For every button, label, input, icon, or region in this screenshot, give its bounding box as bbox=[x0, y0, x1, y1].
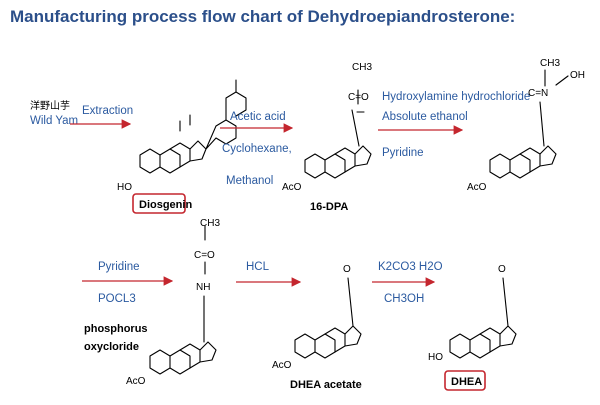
step4-line2: POCL3 bbox=[98, 293, 136, 305]
oxime-aco: AcO bbox=[467, 182, 487, 193]
step6-line2: CH3OH bbox=[384, 293, 424, 305]
oxime-cn: C=N bbox=[528, 88, 548, 99]
16-dpa-label: 16-DPA bbox=[310, 201, 348, 213]
diosgenin-structure bbox=[139, 79, 247, 174]
acetamide-aco: AcO bbox=[126, 376, 146, 387]
step4-note1: phosphorus bbox=[84, 323, 148, 335]
step-extraction-label: Extraction bbox=[82, 105, 133, 117]
dhea-acetate-o: O bbox=[343, 264, 351, 275]
dhea-label: DHEA bbox=[451, 376, 482, 388]
16-dpa-co: C=O bbox=[348, 92, 369, 103]
step2-line2: Cyclohexane, bbox=[222, 143, 292, 155]
acetamide-nh: NH bbox=[196, 282, 210, 293]
start-en-label: Wild Yam bbox=[30, 115, 78, 127]
dhea-acetate-aco: AcO bbox=[272, 360, 292, 371]
dhea-ho: HO bbox=[428, 352, 443, 363]
acetamide-co: C=O bbox=[194, 250, 215, 261]
step3-line1: Hydroxylamine hydrochloride bbox=[382, 91, 530, 103]
step6-line1: K2CO3 H2O bbox=[378, 261, 443, 273]
step4-note2: oxycloride bbox=[84, 341, 139, 353]
dhea-structure bbox=[449, 277, 517, 359]
dhea-acetate-label: DHEA acetate bbox=[290, 379, 362, 391]
diosgenin-box bbox=[132, 193, 186, 214]
16-dpa-ch3: CH3 bbox=[352, 62, 372, 73]
dhea-acetate-structure bbox=[294, 277, 362, 359]
dhea-o: O bbox=[498, 264, 506, 275]
diosgenin-label: Diosgenin bbox=[139, 199, 192, 211]
16-dpa-aco: AcO bbox=[282, 182, 302, 193]
step2-line1: Acetic acid bbox=[230, 111, 286, 123]
oxime-structure bbox=[489, 69, 569, 179]
dhea-box bbox=[444, 370, 486, 391]
diosgenin-ho: HO bbox=[117, 182, 132, 193]
acetamide-ch3: CH3 bbox=[200, 218, 220, 229]
oxime-ch3: CH3 bbox=[540, 58, 560, 69]
step3-line2: Absolute ethanol bbox=[382, 111, 468, 123]
acetamide-structure bbox=[149, 225, 217, 375]
16-dpa-structure bbox=[304, 89, 372, 179]
step5-line1: HCL bbox=[246, 261, 270, 273]
page-title: Manufacturing process flow chart of Dehy… bbox=[10, 7, 515, 26]
step2-line3: Methanol bbox=[226, 175, 273, 187]
step4-line1: Pyridine bbox=[98, 261, 140, 273]
oxime-oh: OH bbox=[570, 70, 585, 81]
step3-line3: Pyridine bbox=[382, 147, 424, 159]
start-cn-label: 洋野山芋 bbox=[30, 99, 70, 112]
